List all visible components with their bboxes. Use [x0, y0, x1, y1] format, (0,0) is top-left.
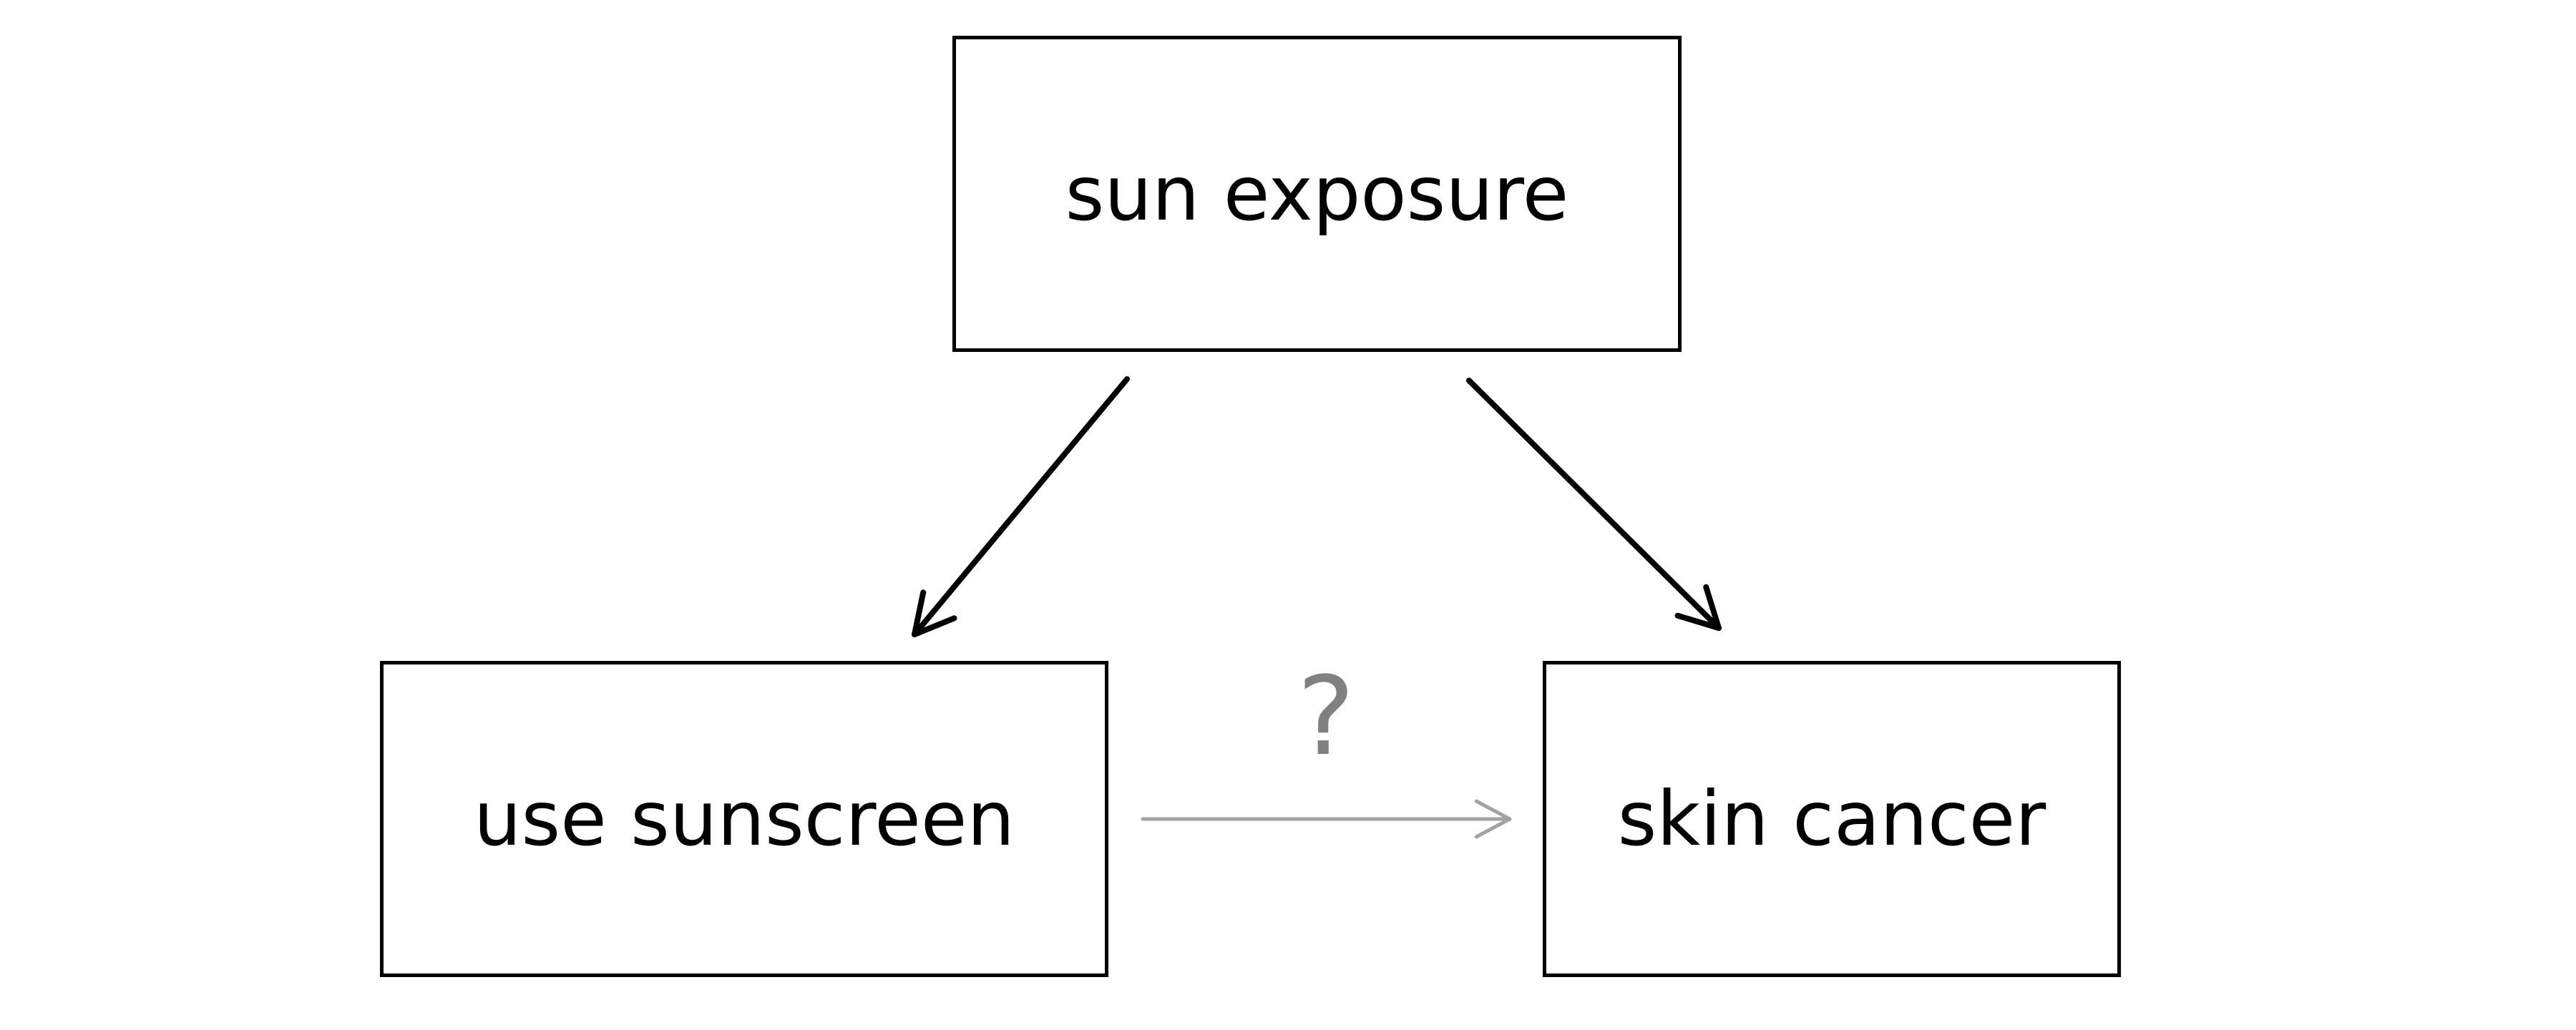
edge-question-mark-label: ?	[1297, 653, 1355, 780]
node-sun-exposure: sun exposure	[952, 36, 1682, 352]
edge-line-sun-exposure-to-use-sunscreen	[912, 376, 1130, 637]
node-use-sunscreen: use sunscreen	[380, 661, 1108, 977]
edge-arrowhead-sun-exposure-to-use-sunscreen	[912, 589, 957, 637]
node-skin-cancer: skin cancer	[1543, 661, 2121, 977]
node-label-skin-cancer: skin cancer	[1617, 775, 2046, 863]
edge-line-sun-exposure-to-skin-cancer	[1466, 378, 1722, 631]
node-label-use-sunscreen: use sunscreen	[473, 775, 1015, 863]
edge-arrowhead-use-sunscreen-to-skin-cancer	[1474, 799, 1512, 839]
edge-arrowhead-sun-exposure-to-skin-cancer	[1674, 584, 1722, 631]
node-label-sun-exposure: sun exposure	[1065, 149, 1569, 237]
